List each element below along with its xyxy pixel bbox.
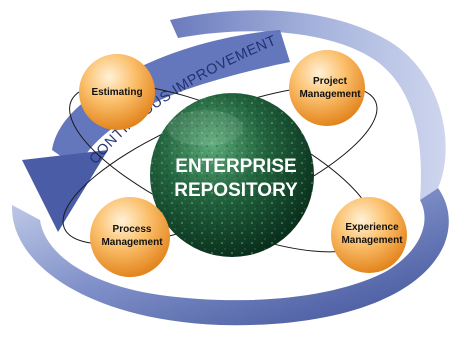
node-experience-management: Experience Management <box>331 197 407 273</box>
node-project-management: Project Management <box>289 50 365 126</box>
sphere-highlight <box>167 110 243 146</box>
node-process-label-line1: Process <box>113 224 152 235</box>
node-project-label-line1: Project <box>313 76 348 87</box>
arrowhead <box>22 150 108 232</box>
arrow-band-upper <box>170 10 446 201</box>
node-estimating-ball <box>79 54 155 130</box>
node-process-management: Process Management <box>90 197 170 277</box>
node-experience-ball <box>331 197 407 273</box>
node-estimating: Estimating <box>79 54 155 130</box>
node-process-label-line2: Management <box>101 237 163 248</box>
node-process-ball <box>90 197 170 277</box>
node-project-ball <box>289 50 365 126</box>
sphere-title-line2: REPOSITORY <box>174 180 298 201</box>
node-estimating-label: Estimating <box>91 87 142 98</box>
node-experience-label-line1: Experience <box>345 222 399 233</box>
node-project-label-line2: Management <box>299 89 361 100</box>
arrow-band-lower <box>11 188 449 326</box>
sphere-texture <box>150 93 314 257</box>
node-experience-label-line2: Management <box>341 235 403 246</box>
arrow-band-left <box>52 30 290 168</box>
sphere-title-line1: ENTERPRISE <box>175 156 296 177</box>
enterprise-repository-sphere: ENTERPRISE REPOSITORY <box>150 93 314 257</box>
